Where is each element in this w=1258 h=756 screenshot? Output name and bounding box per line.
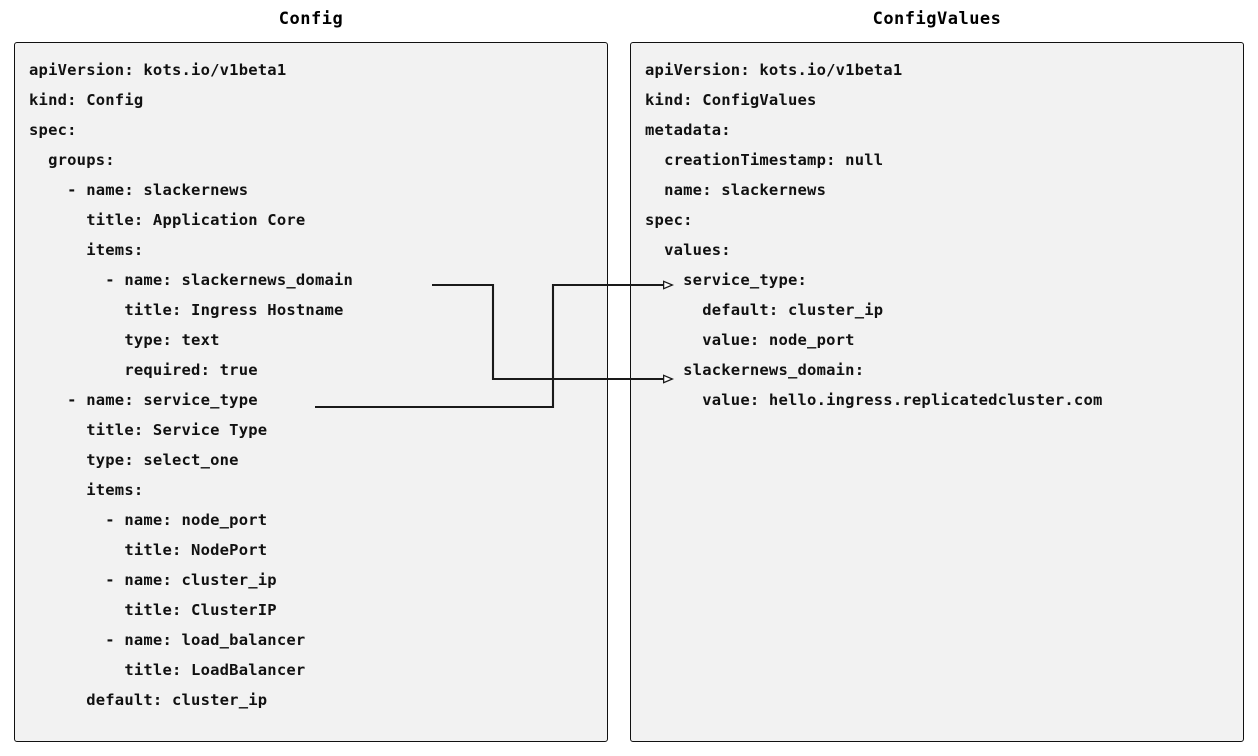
configvalues-yaml-line: value: hello.ingress.replicatedcluster.c… [645,391,1103,409]
config-yaml-line: title: Application Core [29,211,306,229]
configvalues-yaml-line: metadata: [645,121,731,139]
config-yaml-line: - name: service_type [29,391,258,409]
config-yaml-line: - name: slackernews [29,181,249,199]
configvalues-yaml-line: value: node_port [645,331,855,349]
configvalues-yaml-line: default: cluster_ip [645,301,884,319]
config-yaml-line: title: NodePort [29,541,268,559]
config-yaml-line: apiVersion: kots.io/v1beta1 [29,61,287,79]
configvalues-yaml-code: apiVersion: kots.io/v1beta1 kind: ConfigV… [631,43,1243,415]
configvalues-yaml-line: spec: [645,211,693,229]
configvalues-yaml-line: slackernews_domain: [645,361,865,379]
config-yaml-line: title: ClusterIP [29,601,277,619]
configvalues-yaml-line: service_type: [645,271,808,289]
configvalues-yaml-line: name: slackernews [645,181,827,199]
config-yaml-line: kind: Config [29,91,144,109]
config-yaml-line: title: LoadBalancer [29,661,306,679]
config-yaml-line: spec: [29,121,77,139]
config-yaml-line: required: true [29,361,258,379]
configvalues-yaml-line: apiVersion: kots.io/v1beta1 [645,61,903,79]
config-yaml-line: type: select_one [29,451,239,469]
config-yaml-line: title: Ingress Hostname [29,301,344,319]
config-yaml-line: type: text [29,331,220,349]
config-yaml-line: items: [29,481,144,499]
config-yaml-line: default: cluster_ip [29,691,268,709]
configvalues-yaml-line: creationTimestamp: null [645,151,884,169]
config-yaml-code: apiVersion: kots.io/v1beta1 kind: Config s… [15,43,607,715]
config-yaml-line: - name: cluster_ip [29,571,277,589]
right-panel-title: ConfigValues [872,9,1002,29]
config-yaml-line: - name: load_balancer [29,631,306,649]
left-panel-title: Config [278,9,344,29]
config-yaml-panel: apiVersion: kots.io/v1beta1 kind: Config s… [14,42,608,742]
config-yaml-line: items: [29,241,144,259]
config-yaml-line: - name: node_port [29,511,268,529]
configvalues-yaml-line: kind: ConfigValues [645,91,817,109]
config-yaml-line: - name: slackernews_domain [29,271,354,289]
configvalues-yaml-line: values: [645,241,731,259]
configvalues-yaml-panel: apiVersion: kots.io/v1beta1 kind: ConfigV… [630,42,1244,742]
config-yaml-line: title: Service Type [29,421,268,439]
config-yaml-line: groups: [29,151,115,169]
